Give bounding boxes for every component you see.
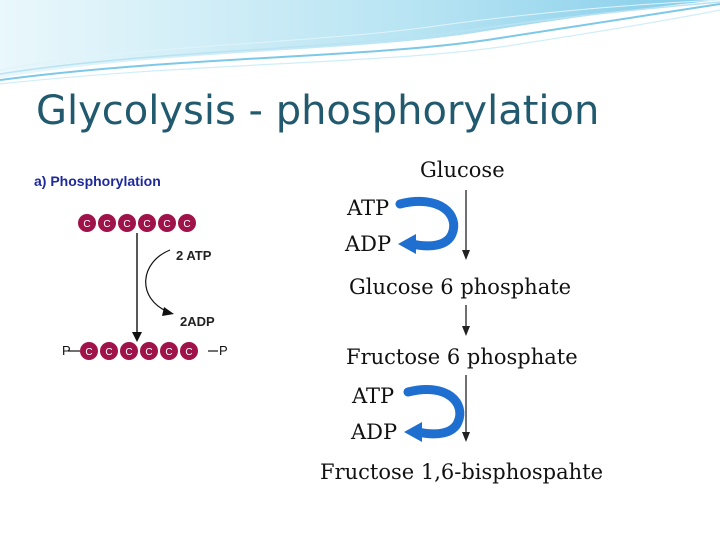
flow-arrowhead-1 [462,250,470,260]
phosphate-left: P [62,343,71,358]
top-carbon-label: C [103,219,110,230]
adp-label: 2ADP [180,314,215,329]
flow-arrowhead-2 [462,326,470,336]
bottom-carbon-label: C [145,347,152,358]
label-fructose-6-phosphate: Fructose 6 phosphate [346,345,578,369]
blue-curved-arrow-2 [403,385,465,439]
flow-arrowhead-3 [462,432,470,442]
bottom-carbon-label: C [125,347,132,358]
phosphorylation-figure: a) Phosphorylation C C C C C C 2 ATP 2AD… [34,173,228,360]
label-glucose: Glucose [420,158,505,182]
bottom-carbon-label: C [105,347,112,358]
label-adp-1: ADP [345,232,392,256]
top-carbon-label: C [163,219,170,230]
bottom-carbon-chain: C C C C C C [80,342,198,360]
label-fructose-bisphosphate: Fructose 1,6-bisphospahte [320,460,604,484]
bottom-carbon-label: C [85,347,92,358]
phosphate-right: P [219,343,228,358]
label-atp-2: ATP [352,384,395,408]
top-carbon-label: C [143,219,150,230]
figure-heading: a) Phosphorylation [34,173,161,189]
blue-arrowhead-2 [404,422,422,442]
label-atp-1: ATP [347,196,390,220]
top-carbon-label: C [83,219,90,230]
atp-adp-arrowhead [162,307,174,316]
reaction-arrowhead [132,332,142,342]
atp-adp-curved-arrow [145,249,171,313]
blue-curved-arrow-1 [395,196,459,251]
label-adp-2: ADP [351,420,398,444]
blue-arrowhead-1 [398,234,416,254]
header-wave-decoration [0,0,720,85]
top-carbon-label: C [123,219,130,230]
label-glucose-6-phosphate: Glucose 6 phosphate [349,275,572,299]
slide-title: Glycolysis - phosphorylation [36,88,600,134]
bottom-carbon-label: C [185,347,192,358]
atp-label: 2 ATP [176,248,212,263]
top-carbon-chain: C C C C C C [78,214,196,232]
top-carbon-label: C [183,219,190,230]
bottom-carbon-label: C [165,347,172,358]
